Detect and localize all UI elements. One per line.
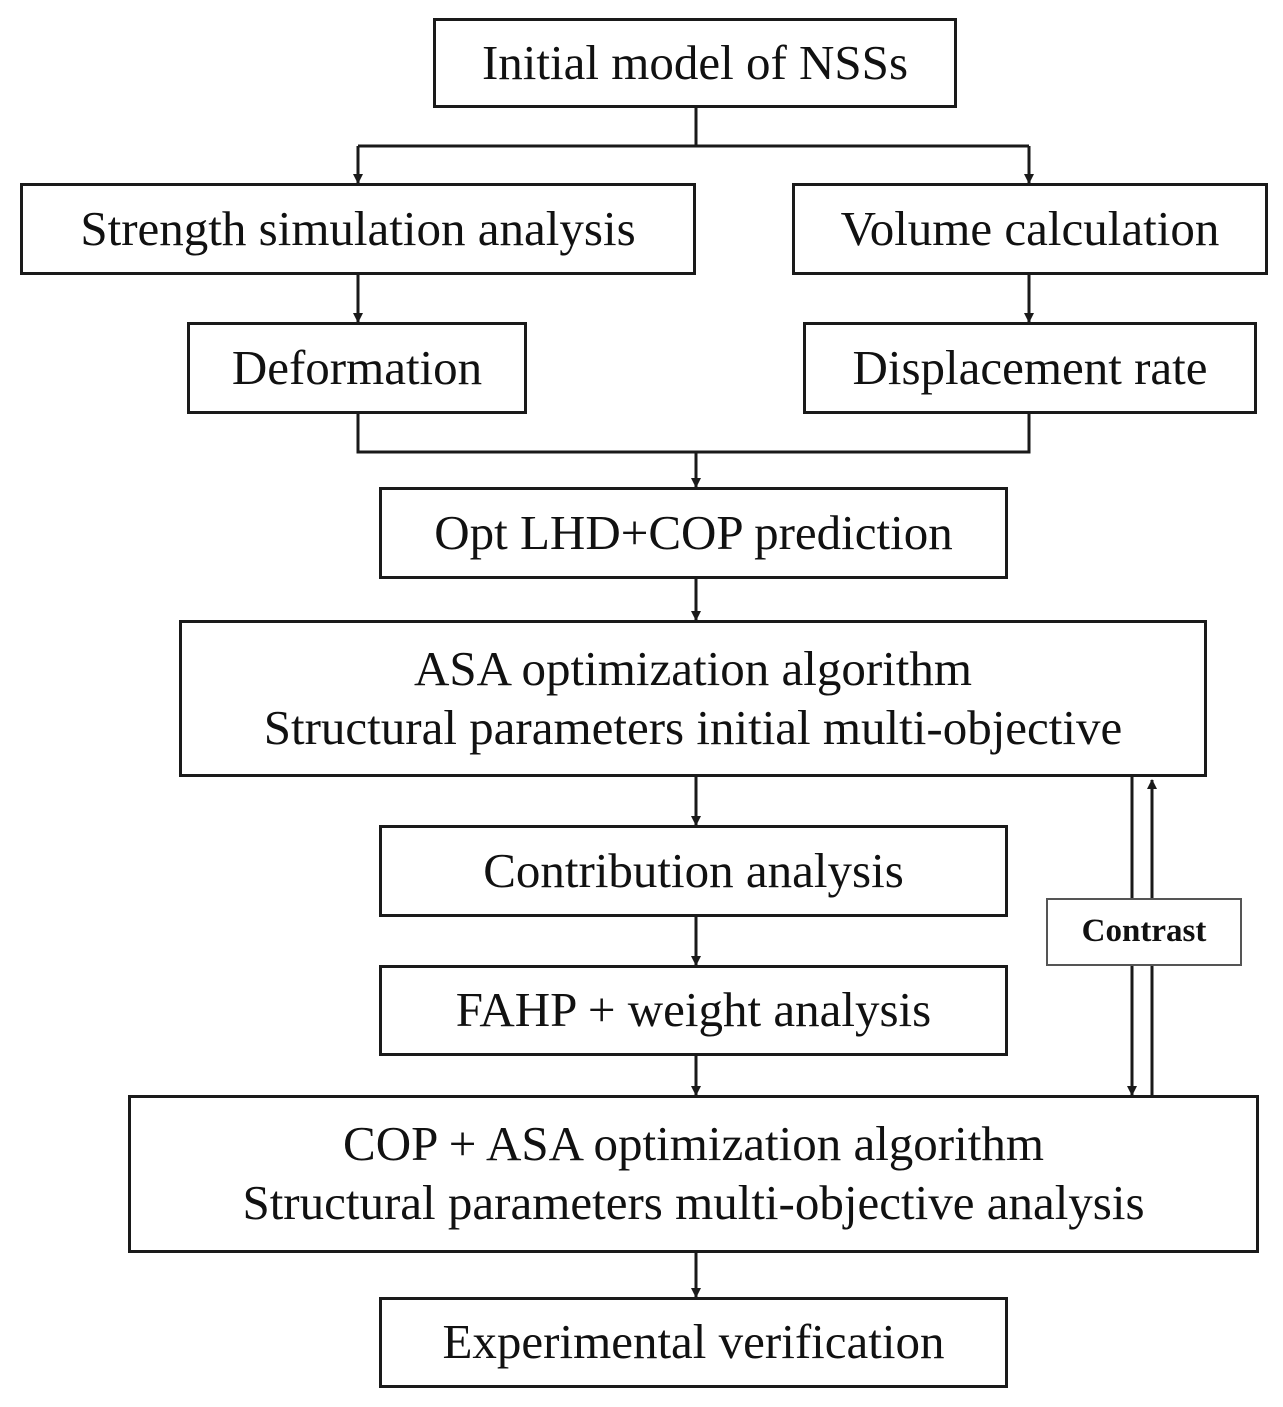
node-cop-asa-optimization-line-2: Structural parameters multi-objective an… <box>242 1175 1145 1230</box>
connector-deformation-merge <box>356 414 1031 454</box>
node-contrast-label: Contrast <box>1046 898 1242 966</box>
node-asa-optimization-line-1: ASA optimization algorithm <box>413 640 973 696</box>
node-cop-asa-optimization: COP + ASA optimization algorithm Structu… <box>128 1095 1259 1253</box>
contrast-label-text: Contrast <box>1081 913 1207 950</box>
node-asa-optimization-line-2: Structural parameters initial multi-obje… <box>263 699 1123 755</box>
node-initial-model-label: Initial model of NSSs <box>481 34 909 90</box>
node-asa-optimization: ASA optimization algorithm Structural pa… <box>179 620 1207 777</box>
node-experimental-verification: Experimental verification <box>379 1297 1008 1388</box>
node-deformation: Deformation <box>187 322 527 414</box>
node-contribution-analysis-label: Contribution analysis <box>483 842 904 898</box>
node-fahp-weight-label: FAHP + weight analysis <box>455 982 932 1038</box>
node-opt-lhd-cop: Opt LHD+COP prediction <box>379 487 1008 579</box>
node-fahp-weight: FAHP + weight analysis <box>379 965 1008 1056</box>
node-strength-simulation-label: Strength simulation analysis <box>80 200 636 256</box>
node-initial-model: Initial model of NSSs <box>433 18 957 108</box>
node-volume-calculation: Volume calculation <box>792 183 1268 275</box>
node-opt-lhd-cop-label: Opt LHD+COP prediction <box>434 504 953 560</box>
node-experimental-verification-label: Experimental verification <box>442 1314 945 1370</box>
node-contribution-analysis: Contribution analysis <box>379 825 1008 917</box>
node-strength-simulation: Strength simulation analysis <box>20 183 696 275</box>
node-displacement-rate-label: Displacement rate <box>852 339 1208 395</box>
node-cop-asa-optimization-line-1: COP + ASA optimization algorithm <box>343 1116 1044 1172</box>
node-displacement-rate: Displacement rate <box>803 322 1257 414</box>
node-deformation-label: Deformation <box>231 339 483 395</box>
node-volume-calculation-label: Volume calculation <box>840 200 1220 256</box>
